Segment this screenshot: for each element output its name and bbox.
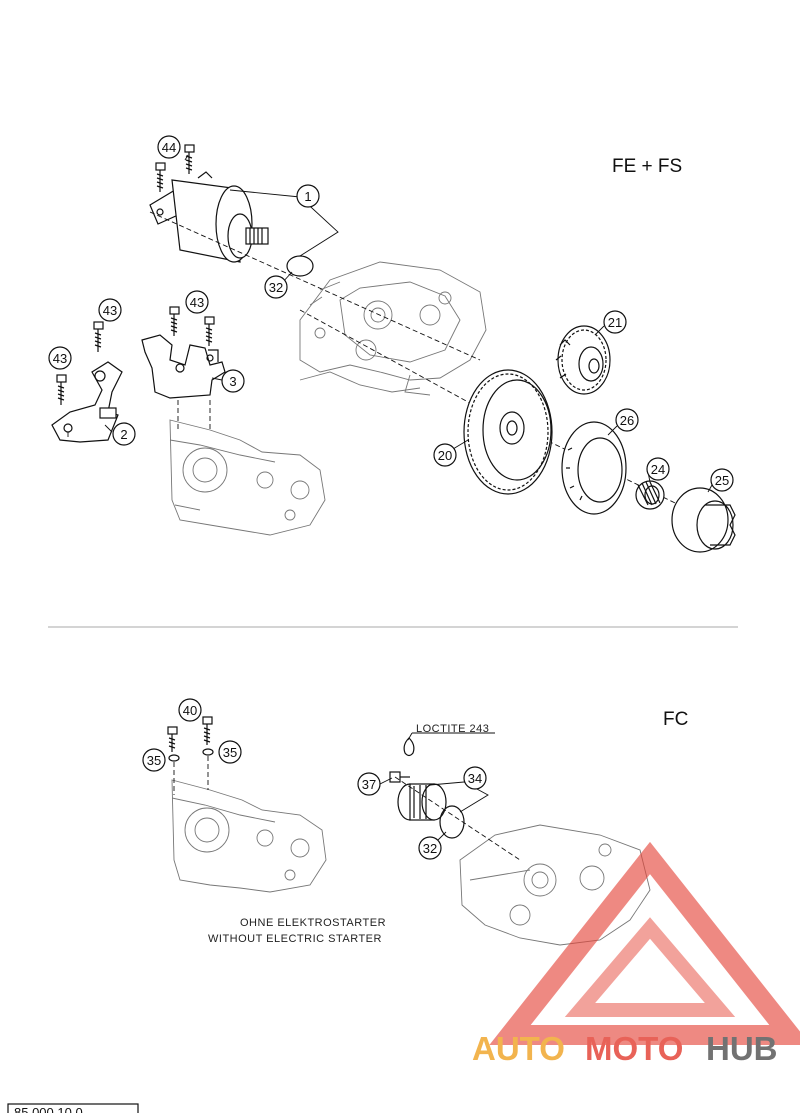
leader-2 [104, 424, 113, 433]
callout-34: 34 [463, 766, 487, 790]
callout-34-text: 34 [468, 771, 482, 786]
bolt-40-a [167, 726, 178, 752]
leader-44 [184, 154, 189, 161]
callout-1: 1 [296, 184, 320, 208]
leader-1-a [229, 189, 301, 198]
callout-26: 26 [615, 408, 639, 432]
watermark-text-moto: MOTO [585, 1030, 683, 1067]
callout-35-left: 35 [142, 748, 166, 772]
callout-32-upper: 32 [264, 275, 288, 299]
bolt-44-a [155, 162, 166, 192]
callout-35-left-text: 35 [147, 753, 161, 768]
callout-43-right-text: 43 [190, 295, 204, 310]
callout-24: 24 [646, 457, 670, 481]
page-code-text: 85 000 10 0 [14, 1105, 83, 1113]
callout-44: 44 [157, 135, 181, 159]
callout-40-text: 40 [183, 703, 197, 718]
callout-25: 25 [710, 468, 734, 492]
callout-2-text: 2 [120, 427, 127, 442]
callout-26-text: 26 [620, 413, 634, 428]
alignment-line-9 [394, 776, 521, 861]
watermark-text-auto: AUTO [472, 1030, 565, 1067]
upper-section: FE + FS 44 1 32 43 43 43 3 [48, 135, 736, 553]
callout-37: 37 [357, 772, 381, 796]
leader-loctite [407, 732, 413, 741]
callout-43-left: 43 [48, 346, 72, 370]
engine-case-sketch-lower-left [171, 779, 327, 893]
screw-37 [389, 771, 410, 783]
callout-3-text: 3 [229, 374, 236, 389]
leader-21 [594, 325, 605, 336]
watermark-text-hub: HUB [706, 1030, 778, 1067]
washer-35-b [202, 748, 214, 756]
callout-43-left-text: 43 [53, 351, 67, 366]
leader-3 [211, 377, 223, 381]
automotohub-watermark: AUTO MOTO HUB [472, 841, 800, 1067]
leader-1-b [299, 196, 339, 257]
bolt-43-middle [93, 321, 104, 352]
callout-40: 40 [178, 698, 202, 722]
starter-motor [149, 171, 269, 263]
callout-43-middle-text: 43 [103, 303, 117, 318]
callout-35-right-text: 35 [223, 745, 237, 760]
callout-43-right: 43 [185, 290, 209, 314]
o-ring-32-lower [439, 805, 465, 839]
callout-25-text: 25 [715, 473, 729, 488]
callout-21-text: 21 [608, 315, 622, 330]
gear-20 [463, 369, 553, 495]
leader-26 [607, 425, 618, 436]
bolt-43-left [56, 374, 67, 405]
needle-bearing-24 [635, 480, 665, 510]
lower-section: FC LOCTITE 243 OHNE ELEKTROSTARTER WITHO… [142, 698, 688, 946]
engine-case-sketch-left [169, 419, 326, 536]
plug-34 [397, 783, 447, 821]
callout-20-text: 20 [438, 448, 452, 463]
washer-35-a [168, 754, 180, 762]
bolt-40-b [202, 716, 213, 745]
bolt-43-right-a [169, 306, 180, 336]
callout-43-middle: 43 [98, 298, 122, 322]
leader-37 [379, 777, 393, 785]
bolt-44-b [184, 144, 195, 174]
callout-32-upper-text: 32 [269, 280, 283, 295]
callout-20: 20 [433, 443, 457, 467]
freewheel-26 [561, 421, 627, 515]
loctite-drop [403, 737, 415, 757]
caption-german: OHNE ELEKTROSTARTER [240, 917, 386, 929]
section-label-lower: FC [663, 709, 688, 730]
callout-24-text: 24 [651, 462, 665, 477]
callout-21: 21 [603, 310, 627, 334]
gear-21 [555, 325, 611, 395]
bolt-43-right-b [204, 316, 215, 346]
leader-34-a [429, 781, 465, 786]
watermark-triangle-logo [489, 841, 800, 1045]
callout-3: 3 [221, 369, 245, 393]
leader-25 [707, 484, 713, 493]
starter-pinion-25 [671, 487, 736, 553]
alignment-line-1 [149, 211, 481, 361]
page-code-box: 85 000 10 0 [7, 1103, 139, 1113]
callout-1-text: 1 [304, 189, 311, 204]
bracket-3 [141, 334, 226, 399]
callout-37-text: 37 [362, 777, 376, 792]
bracket-2 [51, 361, 123, 443]
callout-32-lower: 32 [418, 836, 442, 860]
callout-35-right: 35 [218, 740, 242, 764]
engine-case-sketch-lower-right [459, 824, 651, 946]
callout-32-lower-text: 32 [423, 841, 437, 856]
engine-case-sketch-upper [299, 261, 487, 396]
caption-english: WITHOUT ELECTRIC STARTER [208, 933, 382, 945]
callout-2: 2 [112, 422, 136, 446]
section-label-upper: FE + FS [612, 156, 682, 177]
loctite-note: LOCTITE 243 [416, 723, 489, 735]
callout-44-text: 44 [162, 140, 176, 155]
